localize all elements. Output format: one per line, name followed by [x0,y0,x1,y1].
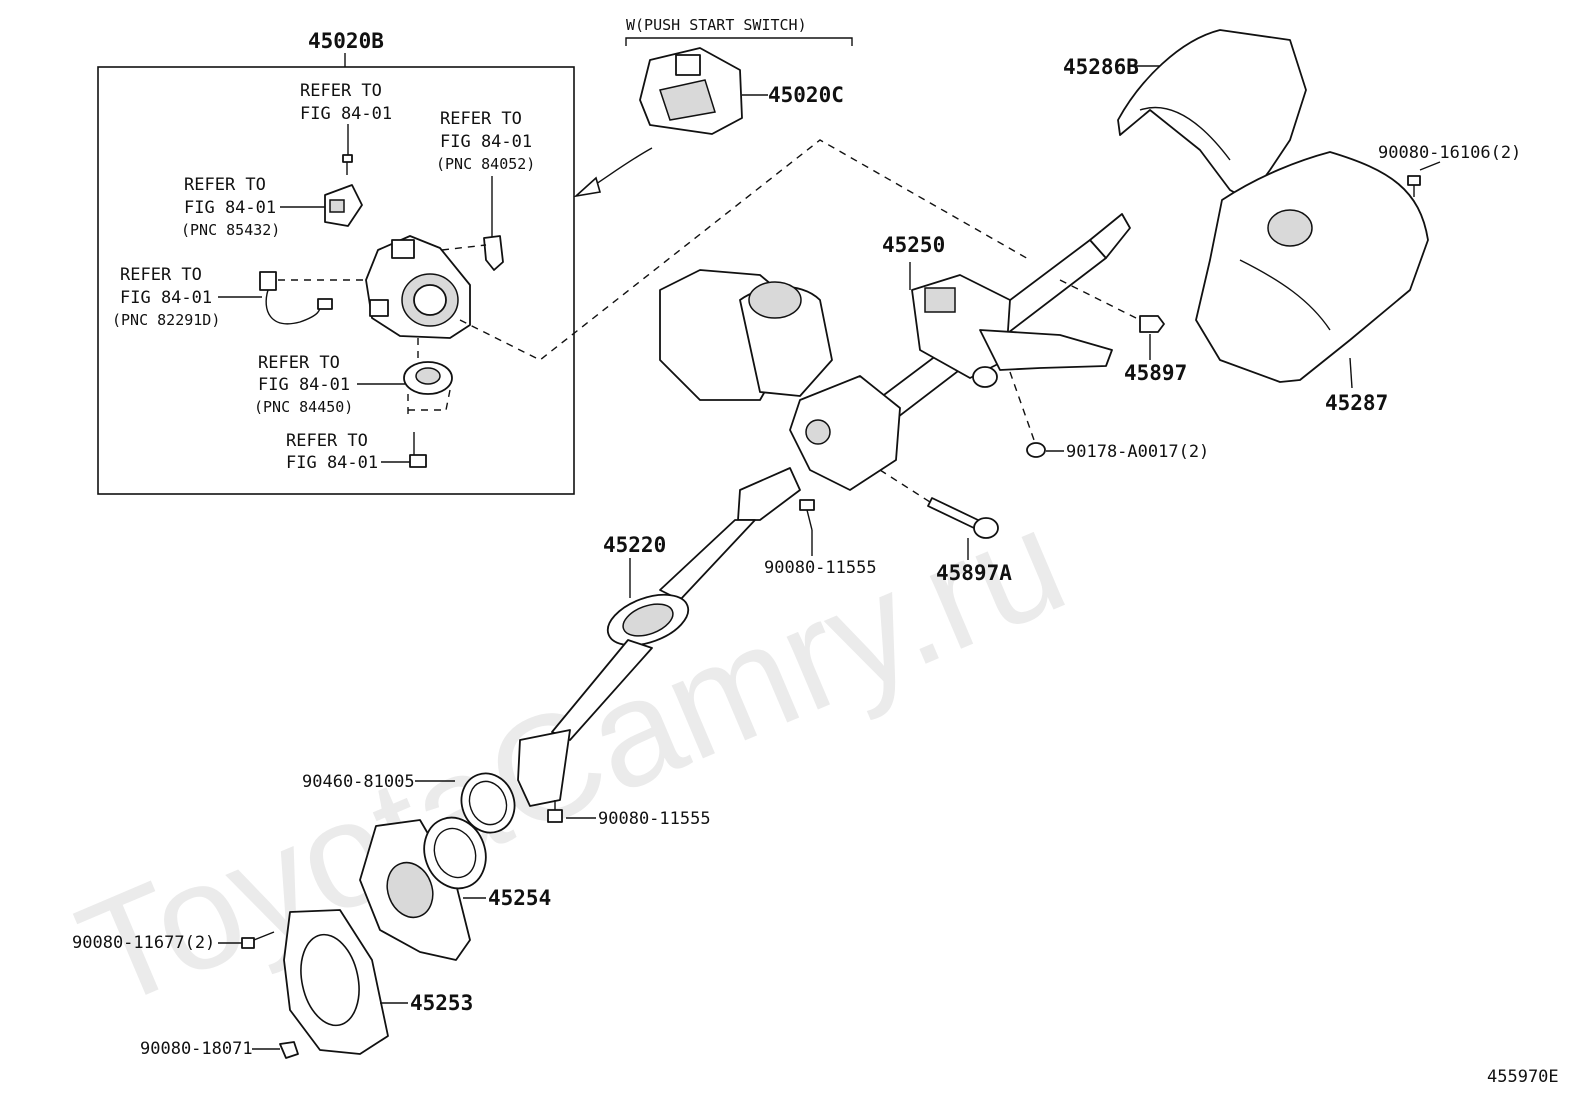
part-label-45250[interactable]: 45250 [882,233,945,257]
part-label-45220[interactable]: 45220 [603,533,666,557]
part-label-45286b[interactable]: 45286B [1063,55,1139,79]
push-start-caption[interactable]: W(PUSH START SWITCH) [626,16,807,34]
screw-icon[interactable] [409,432,427,468]
hole-cover-plate-icon[interactable] [283,909,389,1055]
part-label-45020c[interactable]: 45020C [768,83,844,107]
clamp-icon[interactable] [453,766,522,840]
part-label-90178[interactable]: 90178-A0017(2) [1066,442,1209,462]
boot-seal-icon[interactable] [359,809,496,961]
part-label-90080-11555-b[interactable]: 90080-11555 [598,809,711,829]
svg-text:REFER TO: REFER TO [258,353,340,373]
svg-text:REFER TO: REFER TO [120,265,202,285]
bolt-upper-icon[interactable] [799,499,815,531]
svg-text:FIG 84-01: FIG 84-01 [286,453,378,473]
svg-text:(PNC 84052): (PNC 84052) [436,155,535,173]
column-assembly-icon[interactable] [659,213,1131,491]
nut-icon[interactable] [1026,442,1046,458]
part-label-45287[interactable]: 45287 [1325,391,1388,415]
part-label-90080-18071[interactable]: 90080-18071 [140,1039,253,1059]
transponder-coil-icon[interactable] [403,361,453,395]
switch-module-icon[interactable] [324,184,363,227]
svg-text:REFER TO: REFER TO [300,81,382,101]
push-start-group: W(PUSH START SWITCH) 45020C [573,16,853,198]
part-label-45897a[interactable]: 45897A [936,561,1012,585]
svg-text:FIG 84-01: FIG 84-01 [440,132,532,152]
part-label-90080-11555-a[interactable]: 90080-11555 [764,558,877,578]
ref-label-b[interactable]: REFER TO FIG 84-01 (PNC 84052) [436,109,535,173]
part-label-45897[interactable]: 45897 [1124,361,1187,385]
arrow-icon [573,147,653,198]
group-45020b: 45020B REFER TO FIG 84-01 REFER TO FIG 8… [97,29,575,495]
svg-text:REFER TO: REFER TO [440,109,522,129]
ref-label-f[interactable]: REFER TO FIG 84-01 [286,431,378,473]
svg-text:FIG 84-01: FIG 84-01 [120,288,212,308]
svg-text:FIG 84-01: FIG 84-01 [184,198,276,218]
nut-18071-icon[interactable] [279,1041,299,1059]
part-label-90080-11677[interactable]: 90080-11677(2) [72,933,215,953]
svg-text:(PNC 82291D): (PNC 82291D) [112,311,220,329]
lower-column-cover-icon[interactable] [1195,151,1429,383]
part-label-45254[interactable]: 45254 [488,886,551,910]
part-label-90080-16106[interactable]: 90080-16106(2) [1378,143,1521,163]
svg-text:REFER TO: REFER TO [184,175,266,195]
wire-harness-icon[interactable] [259,271,333,325]
part-label-90460[interactable]: 90460-81005 [302,772,415,792]
watermark: ToyotaCamry.ru [57,476,1087,1040]
screw-small-icon[interactable] [342,154,353,175]
ref-label-a[interactable]: REFER TO FIG 84-01 [300,81,392,124]
ref-label-d[interactable]: REFER TO FIG 84-01 (PNC 82291D) [112,265,220,329]
cover-screw-icon[interactable] [1407,175,1421,197]
svg-text:REFER TO: REFER TO [286,431,368,451]
bolt-lower-icon[interactable] [547,800,563,823]
push-start-switch-icon[interactable] [639,47,743,135]
ref-label-c[interactable]: REFER TO FIG 84-01 (PNC 85432) [181,175,280,239]
svg-text:FIG 84-01: FIG 84-01 [300,104,392,124]
bolt-45897a-icon[interactable] [927,497,999,539]
group-code-label[interactable]: 45020B [308,29,384,53]
diagram-code: 455970E [1487,1067,1559,1087]
ignition-switch-assembly-icon[interactable] [365,235,471,339]
part-label-45253[interactable]: 45253 [410,991,473,1015]
svg-text:(PNC 84450): (PNC 84450) [254,398,353,416]
svg-text:(PNC 85432): (PNC 85432) [181,221,280,239]
intermediate-shaft-icon[interactable] [517,467,801,807]
connector-clip-icon[interactable] [483,235,504,271]
pin-45897-icon[interactable] [1139,315,1165,333]
svg-text:FIG 84-01: FIG 84-01 [258,375,350,395]
upper-column-cover-icon[interactable] [1117,29,1307,201]
ref-label-e[interactable]: REFER TO FIG 84-01 (PNC 84450) [254,353,353,416]
